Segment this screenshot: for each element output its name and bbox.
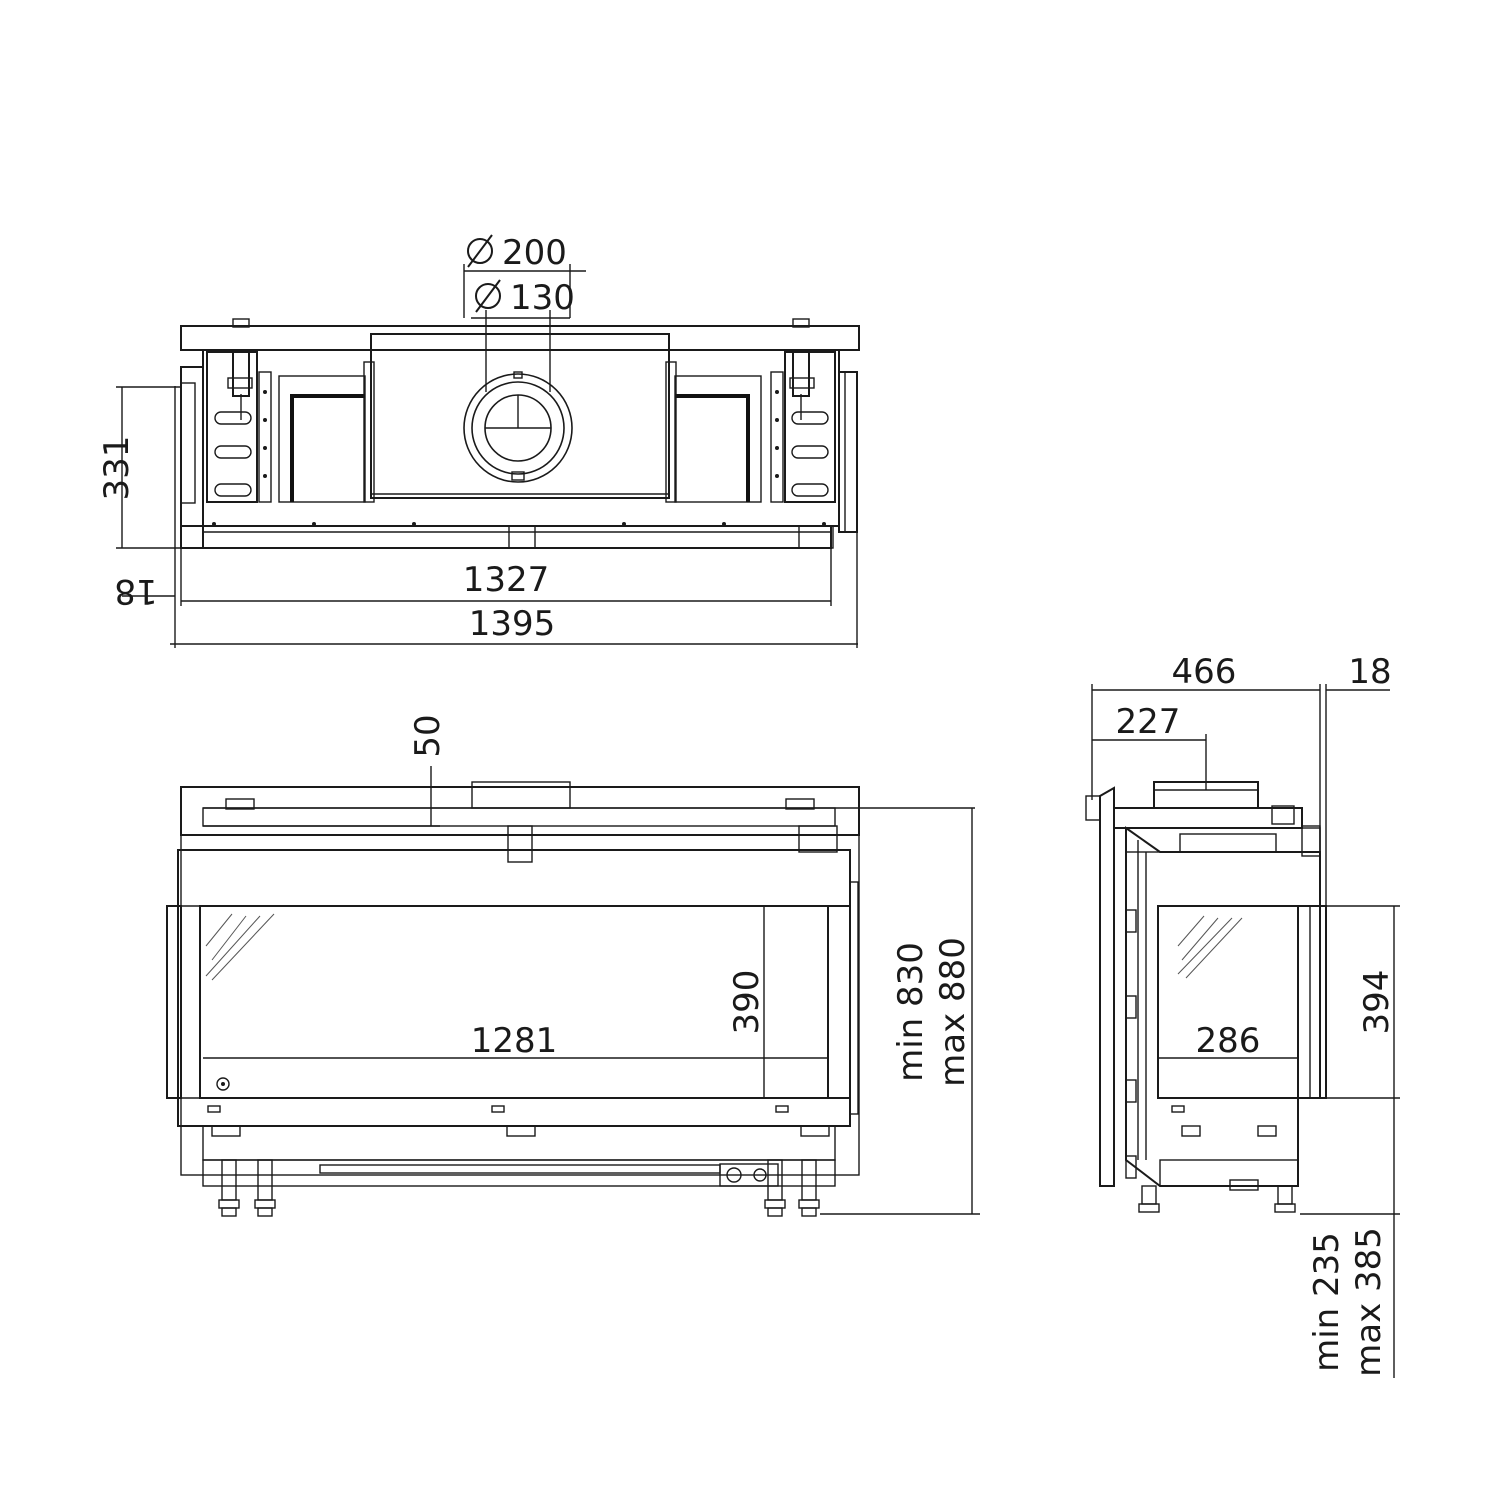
- flue-outer-circle: [463, 373, 573, 483]
- diameter-symbol-200: [467, 234, 493, 268]
- side-glass-reflection: [1177, 915, 1243, 979]
- front-top-cover: [180, 786, 860, 836]
- front-flue-collar: [471, 781, 571, 809]
- side-glass: [1157, 905, 1299, 1099]
- flue-inner-diameter-label: 130: [510, 278, 575, 318]
- side-frame-label: 18: [1348, 652, 1391, 692]
- front-glass-width-label: 1281: [471, 1021, 558, 1061]
- top-view: [174, 318, 860, 549]
- control-knob-icon: [216, 1077, 230, 1091]
- top-cover-plate: [180, 325, 860, 351]
- side-leg-1: [1138, 1185, 1160, 1213]
- front-view-dimensions: 50 1281 390 min 830 max 880: [203, 714, 980, 1215]
- front-leg-3: [764, 1159, 786, 1217]
- front-leg-1: [218, 1159, 240, 1217]
- side-leg-2: [1274, 1185, 1296, 1213]
- front-glass-reflection: [205, 913, 275, 981]
- side-main-body: [1125, 826, 1321, 1187]
- side-view: [1085, 781, 1327, 1213]
- side-view-dimensions: 466 18 227 286 394 min 235 max 385: [1091, 652, 1400, 1378]
- top-lug-right: [792, 318, 810, 328]
- top-view-dimensions: 200 130 331 18 1327 1395: [97, 233, 858, 648]
- side-depth-label: 466: [1172, 652, 1237, 692]
- top-right-frame: [838, 371, 858, 533]
- top-base-block-center: [508, 525, 536, 549]
- front-leg-2: [254, 1159, 276, 1217]
- front-right-post: [827, 905, 851, 1099]
- top-base-block-right: [798, 525, 834, 549]
- front-height-max-label: max 880: [933, 937, 973, 1087]
- front-height-min-label: min 830: [891, 942, 931, 1082]
- flue-outer-diameter-label: 200: [502, 233, 567, 273]
- side-base-max-label: max 385: [1349, 1227, 1389, 1377]
- top-gap-label: 50: [408, 714, 448, 757]
- top-window-right: [675, 394, 750, 502]
- top-height-label: 331: [97, 436, 137, 501]
- top-lug-left: [232, 318, 250, 328]
- diameter-symbol-130: [475, 279, 501, 313]
- side-flue-offset-label: 227: [1116, 702, 1181, 742]
- side-offset-label: 18: [114, 571, 157, 611]
- inner-width-label: 1327: [463, 560, 550, 600]
- top-base-rail: [180, 525, 832, 549]
- front-left-post: [166, 905, 182, 1099]
- overall-width-label: 1395: [469, 604, 556, 644]
- front-burner-rail: [319, 1164, 721, 1174]
- front-leg-4: [798, 1159, 820, 1217]
- side-front-panel: [1099, 786, 1115, 1187]
- front-glass-height-label: 390: [727, 970, 767, 1035]
- top-window-left: [290, 394, 365, 502]
- side-glass-height-label: 394: [1357, 970, 1397, 1035]
- side-glass-width-label: 286: [1196, 1021, 1261, 1061]
- gas-valve: [719, 1163, 779, 1187]
- side-base-min-label: min 235: [1307, 1232, 1347, 1372]
- top-left-frame: [180, 366, 204, 549]
- top-flue-housing: [370, 333, 670, 499]
